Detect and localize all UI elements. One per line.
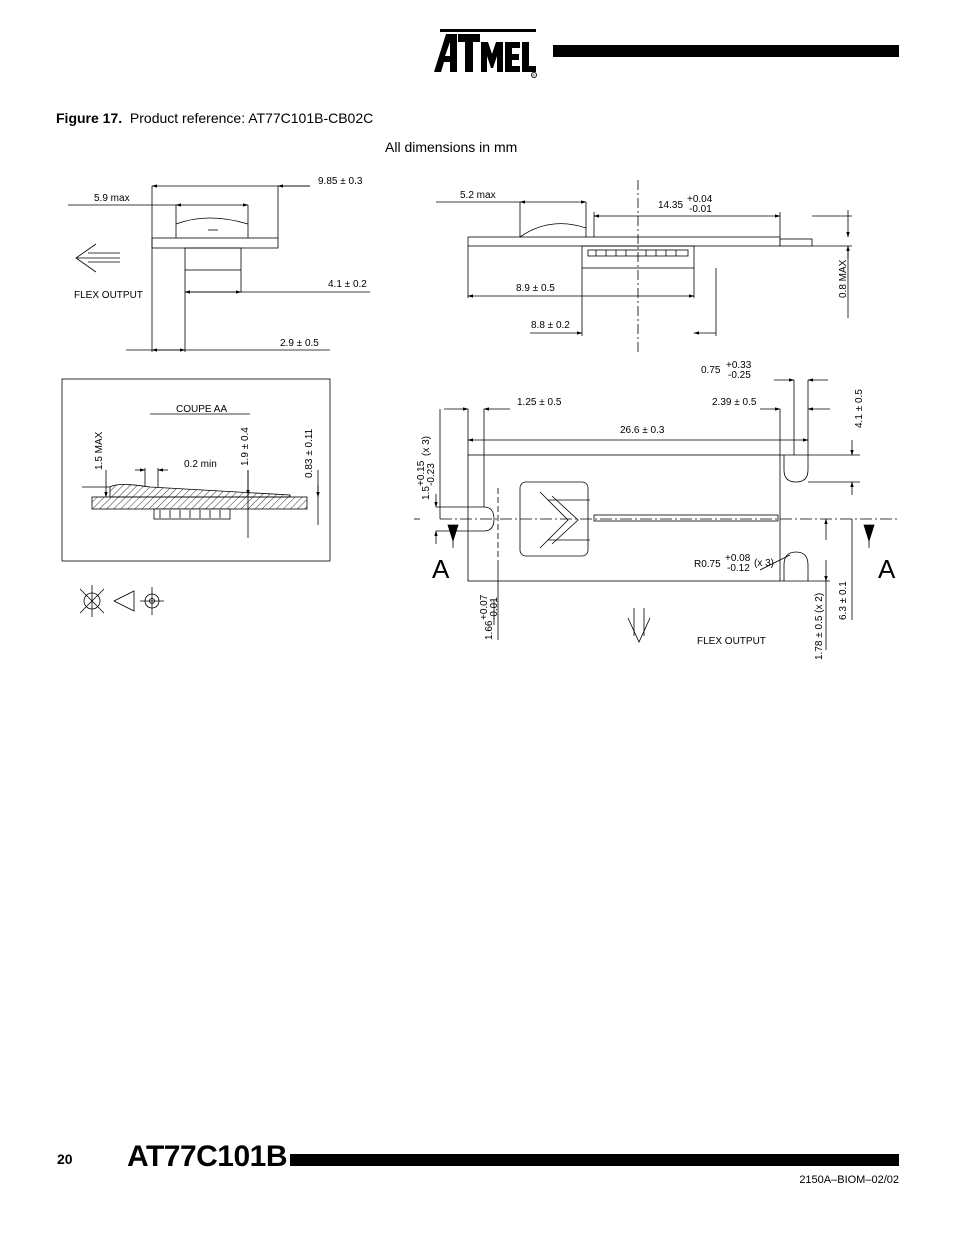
atmel-logo: ®	[434, 29, 537, 78]
header-rule	[553, 45, 899, 57]
dim-r075-count: (x 3)	[754, 558, 774, 569]
dim-0-2-min: 0.2 min	[184, 459, 217, 470]
section-mark-left: A	[432, 554, 450, 584]
dim-1-5-tol-minus: -0.23	[426, 463, 437, 486]
figure-caption: Figure 17. Product reference: AT77C101B-…	[56, 110, 373, 126]
dim-1-5-tol-plus: +0.15	[416, 460, 427, 486]
dim-9-85: 9.85 ± 0.3	[318, 176, 363, 187]
dim-r075: R0.75	[694, 559, 721, 570]
mechanical-drawing: 9.85 ± 0.3 5.9 max 4.1 ± 0.2 FLEX OUTPUT…	[61, 176, 898, 660]
plan-view	[414, 378, 898, 650]
dim-4-1: 4.1 ± 0.2	[328, 279, 367, 290]
dim-2-39: 2.39 ± 0.5	[712, 397, 757, 408]
dim-8-9: 8.9 ± 0.5	[516, 283, 555, 294]
dim-1-5: 1.5	[421, 486, 432, 500]
dim-4-1-plan: 4.1 ± 0.5	[854, 389, 865, 428]
dim-1-78: 1.78 ± 0.5 (x 2)	[814, 593, 825, 660]
figure-caption-text: Product reference: AT77C101B-CB02C	[129, 110, 374, 126]
dim-0-75-tol-plus: +0.33	[726, 360, 752, 371]
dim-1-9: 1.9 ± 0.4	[240, 427, 251, 466]
flex-output-label-left: FLEX OUTPUT	[74, 290, 143, 301]
dim-r075-tol-plus: +0.08	[725, 553, 751, 564]
dim-1-66: 1.66	[484, 620, 495, 640]
dim-1-66-tol-minus: -0.01	[489, 597, 500, 620]
document-title: AT77C101B	[127, 1140, 288, 1173]
dim-0-83: 0.83 ± 0.11	[304, 428, 315, 478]
footer-rule	[290, 1154, 899, 1166]
section-title: COUPE AA	[176, 404, 227, 415]
flex-output-label-right: FLEX OUTPUT	[697, 636, 766, 647]
top-view	[436, 180, 852, 352]
dim-0-8-max: 0.8 MAX	[838, 259, 849, 298]
dim-8-8: 8.8 ± 0.2	[531, 320, 570, 331]
registered-mark: ®	[532, 73, 535, 78]
section-aa	[61, 378, 331, 562]
document-code: 2150A–BIOM–02/02	[799, 1174, 899, 1186]
dim-14-35: 14.35	[658, 200, 683, 211]
dimensions-note: All dimensions in mm	[385, 139, 518, 155]
dim-6-3: 6.3 ± 0.1	[838, 581, 849, 620]
dim-14-35-tol-plus: +0.04	[687, 194, 713, 205]
dim-5-9: 5.9 max	[94, 193, 130, 204]
figure-label: Figure 17.	[56, 110, 123, 126]
side-view	[68, 184, 370, 352]
dim-2-9: 2.9 ± 0.5	[280, 338, 319, 349]
page-number: 20	[57, 1151, 73, 1167]
dim-0-75-tol-minus: -0.25	[728, 370, 751, 381]
dim-26-6: 26.6 ± 0.3	[620, 425, 665, 436]
dim-1-25: 1.25 ± 0.5	[517, 397, 562, 408]
dim-5-2: 5.2 max	[460, 190, 496, 201]
dim-1-66-tol-plus: +0.07	[479, 594, 490, 620]
projection-symbols	[79, 585, 164, 617]
dim-r075-tol-minus: -0.12	[727, 563, 750, 574]
dim-1-5-max: 1.5 MAX	[94, 431, 105, 470]
section-mark-right: A	[878, 554, 896, 584]
dim-14-35-tol-minus: -0.01	[689, 204, 712, 215]
dim-1-5-count: (x 3)	[421, 436, 432, 456]
dim-0-75: 0.75	[701, 365, 721, 376]
